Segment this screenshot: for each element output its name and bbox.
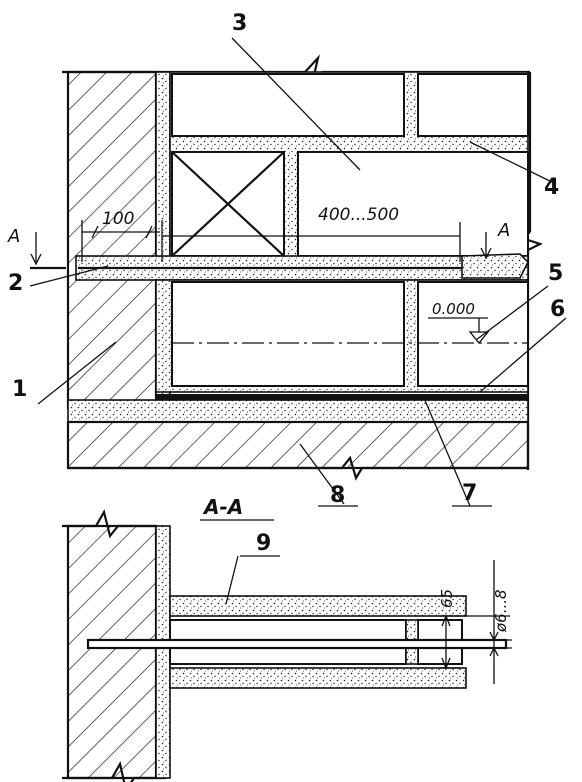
dim-65: 65 [438,589,456,608]
wall-hatched [66,70,158,410]
label-6: 6 [550,297,565,322]
label-1: 1 [12,377,27,402]
cross-line-b [171,151,285,257]
section-mark-right: A [497,220,510,241]
label-4: 4 [544,175,559,200]
section-bar [86,638,508,650]
section-wall [66,524,158,780]
section-mortar-top [169,595,467,617]
label-2: 2 [8,271,23,296]
brick-lower-1 [171,281,405,387]
label-7: 7 [462,481,477,506]
section-mortar-bottom [169,667,467,689]
bar-end-mortar [461,253,529,279]
mortar-base [67,399,529,423]
brick-block-3 [297,151,529,257]
brick-top-1 [171,73,405,137]
dim-100: 100 [102,209,134,229]
label-8: 8 [330,483,345,508]
waterproofing-layer [156,394,528,400]
section-mortar-column [155,525,171,779]
dim-400-500: 400...500 [318,205,399,225]
brick-lower-2 [417,281,529,387]
brick-top-2 [417,73,529,137]
label-3: 3 [232,11,247,36]
label-5: 5 [548,261,563,286]
foundation-slab [66,420,530,470]
section-mark-left: A [7,226,20,247]
level-mark: 0.000 [432,300,475,318]
dim-phi: ø6...8 [492,589,510,633]
bottom-border-line [68,455,528,481]
label-9: 9 [256,531,271,556]
section-title: A-A [202,495,243,519]
